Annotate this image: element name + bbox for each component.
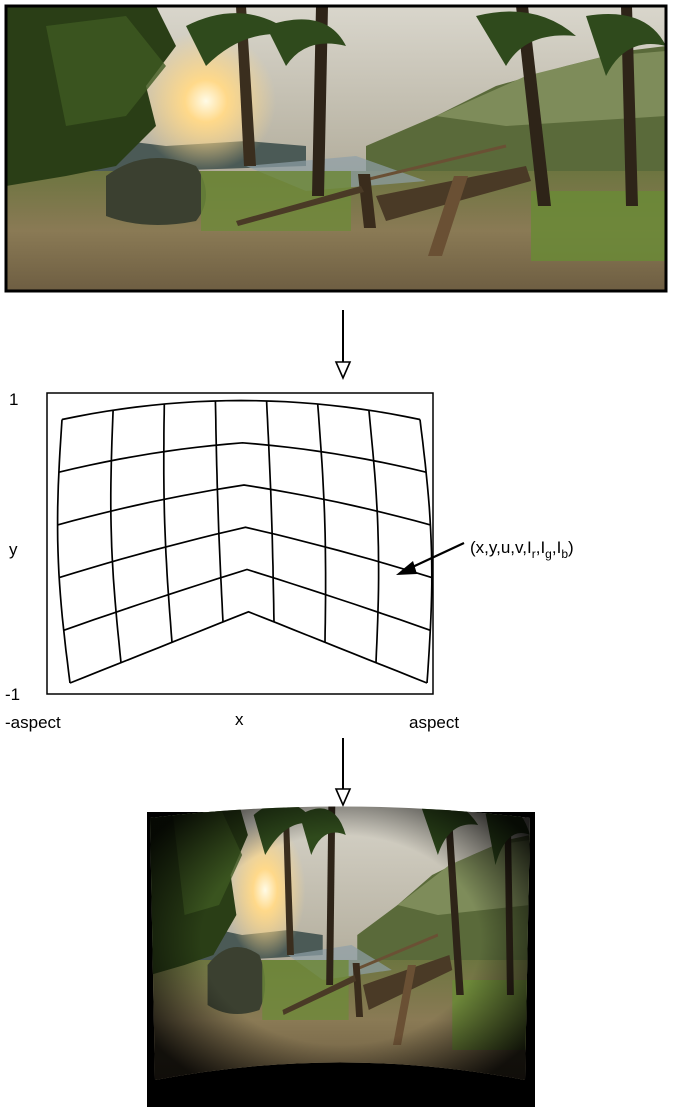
mesh-column-line xyxy=(419,419,433,684)
vertex-annotation: (x,y,u,v,Ir,Ig,Ib) xyxy=(396,538,574,575)
y-bottom-label: -1 xyxy=(5,685,20,704)
top-scene-image xyxy=(4,4,668,293)
y-axis-label: y xyxy=(9,540,18,559)
mesh-row-line xyxy=(61,399,421,421)
x-axis-label: x xyxy=(235,710,244,729)
mesh-row-line xyxy=(58,441,427,474)
mesh-column-line xyxy=(56,419,71,684)
mesh-row-line xyxy=(69,610,428,684)
distortion-mesh-panel xyxy=(46,392,434,695)
distortion-mesh-grid xyxy=(56,399,433,684)
mesh-row-line xyxy=(58,526,433,579)
mesh-row-line xyxy=(63,568,431,632)
down-arrow-icon xyxy=(334,310,352,380)
y-top-label: 1 xyxy=(9,390,18,409)
x-right-label: aspect xyxy=(409,713,459,732)
bottom-warped-scene-image xyxy=(147,806,535,1107)
down-arrow-icon xyxy=(334,738,352,807)
mesh-column-line xyxy=(162,403,173,643)
mesh-column-line xyxy=(214,400,224,622)
mesh-column-line xyxy=(368,410,380,663)
mesh-column-line xyxy=(109,410,122,663)
mesh-column-line xyxy=(316,403,327,643)
x-left-label: -aspect xyxy=(5,713,61,732)
vertex-attributes-label: (x,y,u,v,Ir,Ig,Ib) xyxy=(470,538,574,561)
mesh-row-line xyxy=(57,484,431,526)
mesh-column-line xyxy=(265,400,275,622)
